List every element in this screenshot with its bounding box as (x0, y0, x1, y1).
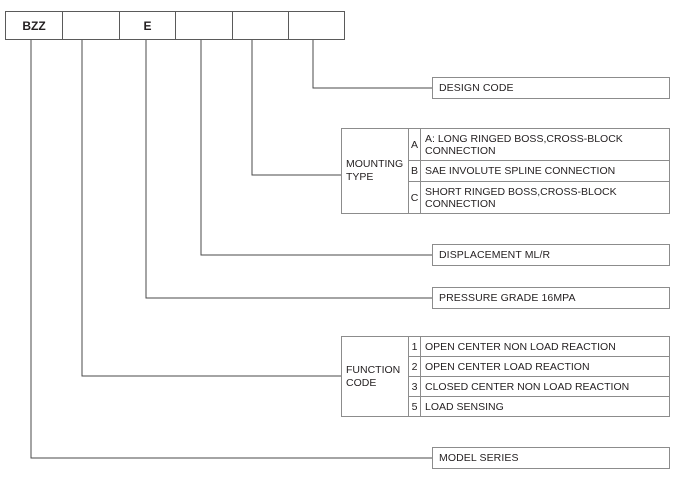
function-option-text: LOAD SENSING (420, 396, 670, 417)
function-code-table: FUNCTION CODE 1 OPEN CENTER NON LOAD REA… (341, 336, 670, 417)
connector-mounting-type (251, 40, 341, 176)
mounting-option-text: SAE INVOLUTE SPLINE CONNECTION (420, 160, 670, 182)
connector-design-code (312, 40, 432, 89)
displacement-label: DISPLACEMENT ML/R (432, 244, 670, 266)
pressure-grade-label: PRESSURE GRADE 16MPA (432, 287, 670, 309)
function-option-text: OPEN CENTER NON LOAD REACTION (420, 336, 670, 357)
function-option-code: 5 (408, 396, 421, 417)
function-option-code: 1 (408, 336, 421, 357)
mounting-option-code: C (408, 181, 421, 214)
function-code-group-label: FUNCTION CODE (341, 336, 409, 417)
connector-displacement (200, 40, 432, 256)
code-box-displacement (176, 12, 233, 39)
mounting-type-group-label: MOUNTING TYPE (341, 128, 409, 214)
connector-function-code (81, 40, 341, 377)
connector-pressure (145, 40, 432, 299)
mounting-type-table: MOUNTING TYPE A A: LONG RINGED BOSS,CROS… (341, 128, 670, 214)
function-option-code: 3 (408, 376, 421, 397)
function-option-code: 2 (408, 356, 421, 377)
code-box-design (289, 12, 345, 39)
model-code-strip: BZZ E (5, 11, 345, 40)
design-code-label: DESIGN CODE (432, 77, 670, 99)
mounting-option-text: SHORT RINGED BOSS,CROSS-BLOCK CONNECTION (420, 181, 670, 214)
function-option-text: CLOSED CENTER NON LOAD REACTION (420, 376, 670, 397)
model-series-label: MODEL SERIES (432, 447, 670, 469)
code-box-function (63, 12, 120, 39)
mounting-option-code: A (408, 128, 421, 161)
mounting-option-code: B (408, 160, 421, 182)
code-box-pressure: E (120, 12, 176, 39)
connector-model-series (30, 40, 432, 459)
mounting-option-text: A: LONG RINGED BOSS,CROSS-BLOCK CONNECTI… (420, 128, 670, 161)
code-box-series: BZZ (6, 12, 63, 39)
code-box-mounting (233, 12, 289, 39)
function-option-text: OPEN CENTER LOAD REACTION (420, 356, 670, 377)
